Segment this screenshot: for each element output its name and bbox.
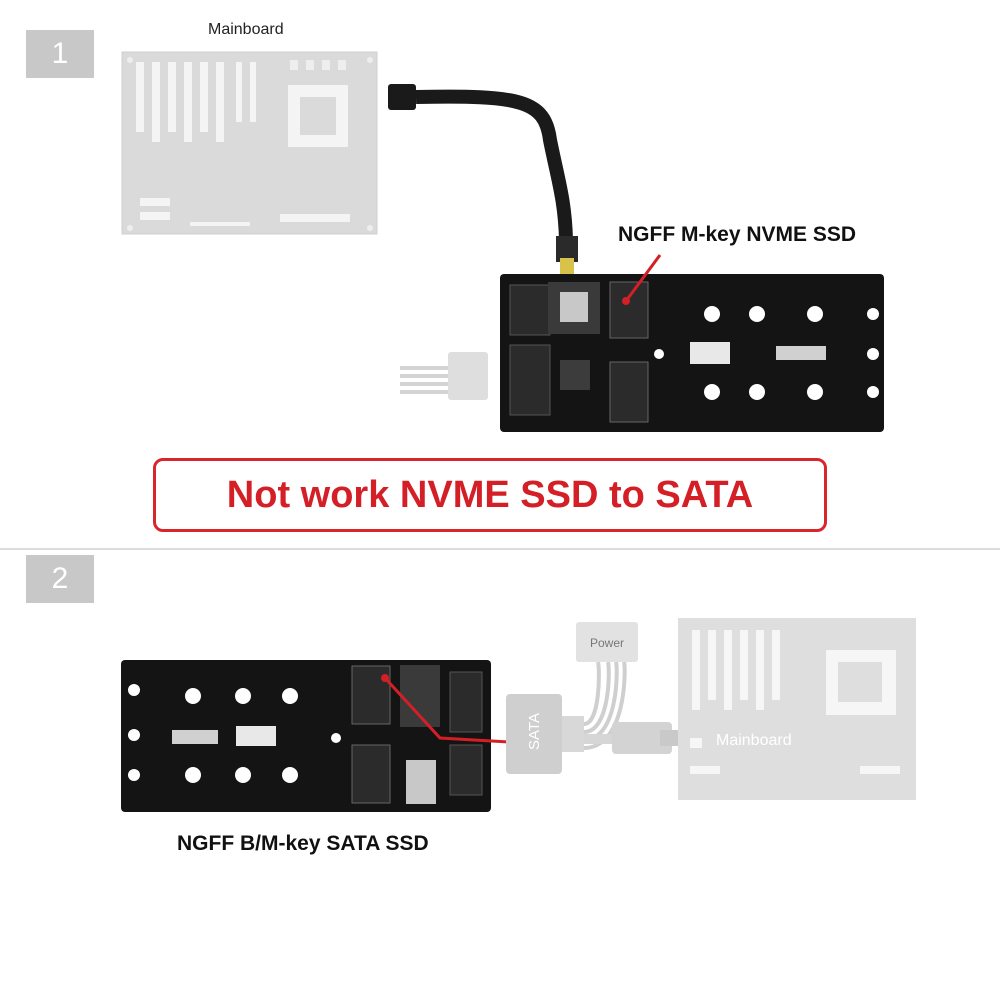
power-plug-2 [576, 622, 638, 662]
pointer-arrow-2 [383, 676, 511, 744]
power-plug-1 [448, 352, 488, 400]
adapter-board-1 [500, 274, 884, 432]
step-1-badge: 1 [26, 30, 94, 78]
warning-box: Not work NVME SSD to SATA [153, 458, 827, 532]
step-1-number: 1 [51, 37, 69, 70]
step-2-badge: 2 [26, 555, 94, 603]
sata-ssd-label: NGFF B/M-key SATA SSD [177, 832, 429, 855]
sff-cable-1 [388, 84, 578, 278]
sata-data-cable [584, 722, 684, 754]
nvme-ssd-label: NGFF M-key NVME SSD [618, 223, 857, 246]
power-cable-2 [583, 661, 627, 750]
mainboard-1-image [121, 51, 378, 235]
mainboard-2-label: Mainboard [716, 732, 792, 749]
warning-text: Not work NVME SSD to SATA [226, 473, 754, 516]
step-2-number: 2 [51, 562, 69, 595]
sata-connector [506, 694, 562, 774]
sata-label: SATA [526, 713, 543, 750]
pointer-arrow-1 [624, 254, 662, 302]
mainboard-2-image [678, 618, 916, 800]
adapter-board-2 [121, 660, 491, 812]
power-label: Power [590, 636, 625, 650]
power-cable-1 [400, 366, 450, 394]
section-divider [0, 548, 1000, 550]
mainboard-1-label: Mainboard [208, 21, 284, 38]
